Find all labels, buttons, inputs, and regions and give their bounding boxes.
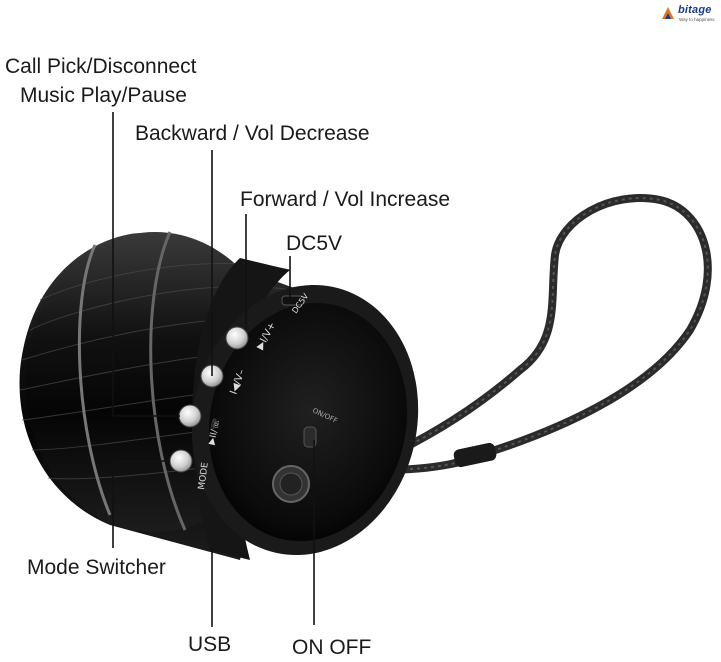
lanyard-strap xyxy=(378,194,712,474)
label-forward: Forward / Vol Increase xyxy=(240,188,451,211)
label-mode-switcher: Mode Switcher xyxy=(27,556,166,579)
brand-tagline: Way to happiness xyxy=(679,17,715,22)
leader-mode xyxy=(112,460,170,548)
strap-clasp xyxy=(453,442,497,468)
brand-name: bitage xyxy=(678,4,712,16)
leader-lines xyxy=(112,112,315,627)
brand-logo: bitage Way to happiness xyxy=(660,3,718,25)
brand-mark-icon xyxy=(662,7,674,19)
label-on-off: ON OFF xyxy=(292,636,372,659)
leader-call xyxy=(112,112,180,417)
control-buttons xyxy=(169,326,249,473)
label-usb: USB xyxy=(188,633,232,656)
label-backward: Backward / Vol Decrease xyxy=(135,122,370,145)
label-music-play: Music Play/Pause xyxy=(20,84,187,107)
device-mark-mode: MODE xyxy=(197,462,211,491)
on-off-switch xyxy=(303,426,317,448)
dc-port xyxy=(281,295,305,306)
label-dc5v: DC5V xyxy=(286,232,343,255)
speaker-front-face xyxy=(191,284,419,556)
label-call-pick: Call Pick/Disconnect xyxy=(5,55,197,78)
